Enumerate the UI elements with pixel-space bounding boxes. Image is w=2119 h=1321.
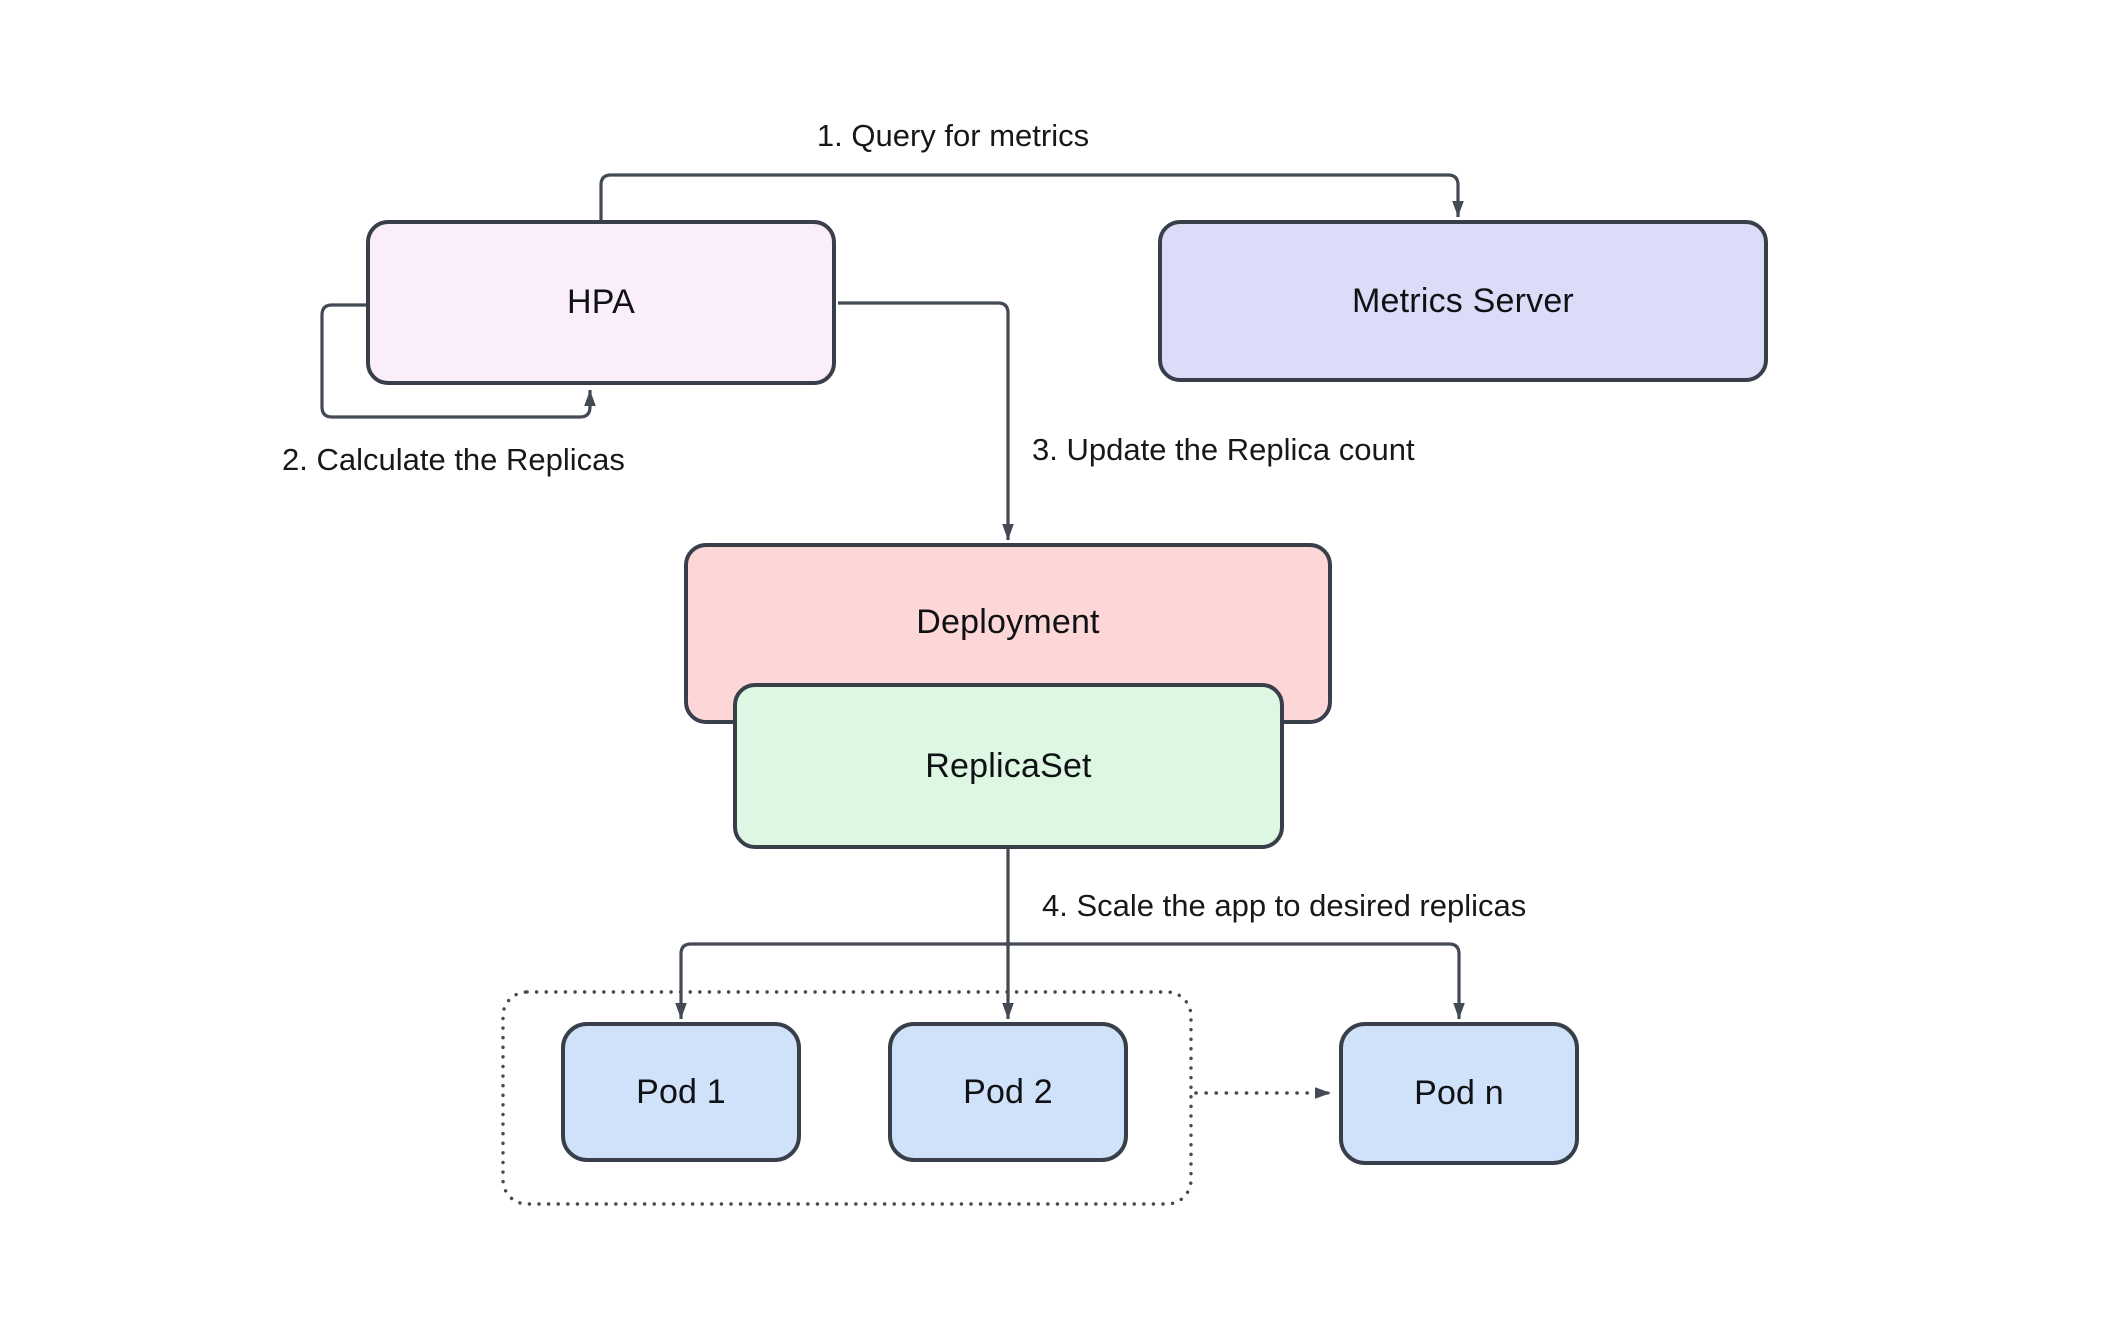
annotation-scale-to-desired-replicas: 4. Scale the app to desired replicas	[1042, 888, 1527, 923]
node-metrics-server-label: Metrics Server	[1352, 281, 1574, 320]
edge-scale-to-podn	[1008, 942, 1465, 1019]
node-pod-2-label: Pod 2	[963, 1072, 1053, 1111]
edge-update-replica-count	[838, 301, 1014, 540]
node-hpa: HPA	[366, 220, 836, 385]
annotation-calculate-replicas: 2. Calculate the Replicas	[282, 442, 625, 477]
node-hpa-label: HPA	[567, 283, 635, 321]
node-pod-1: Pod 1	[561, 1022, 801, 1162]
node-deployment-label: Deployment	[916, 603, 1100, 641]
node-pod-2: Pod 2	[888, 1022, 1128, 1162]
node-pod-n: Pod n	[1339, 1022, 1579, 1165]
node-pod-1-label: Pod 1	[636, 1072, 726, 1111]
node-metrics-server: Metrics Server	[1158, 220, 1768, 382]
edge-query-for-metrics	[599, 173, 1464, 222]
node-replicaset: ReplicaSet	[733, 683, 1284, 849]
node-replicaset-label: ReplicaSet	[925, 746, 1092, 785]
node-pod-n-label: Pod n	[1414, 1074, 1504, 1112]
edge-scale-to-pod1	[675, 942, 1008, 1019]
annotation-query-for-metrics: 1. Query for metrics	[816, 118, 1090, 153]
annotation-update-replica-count: 3. Update the Replica count	[1032, 432, 1415, 467]
